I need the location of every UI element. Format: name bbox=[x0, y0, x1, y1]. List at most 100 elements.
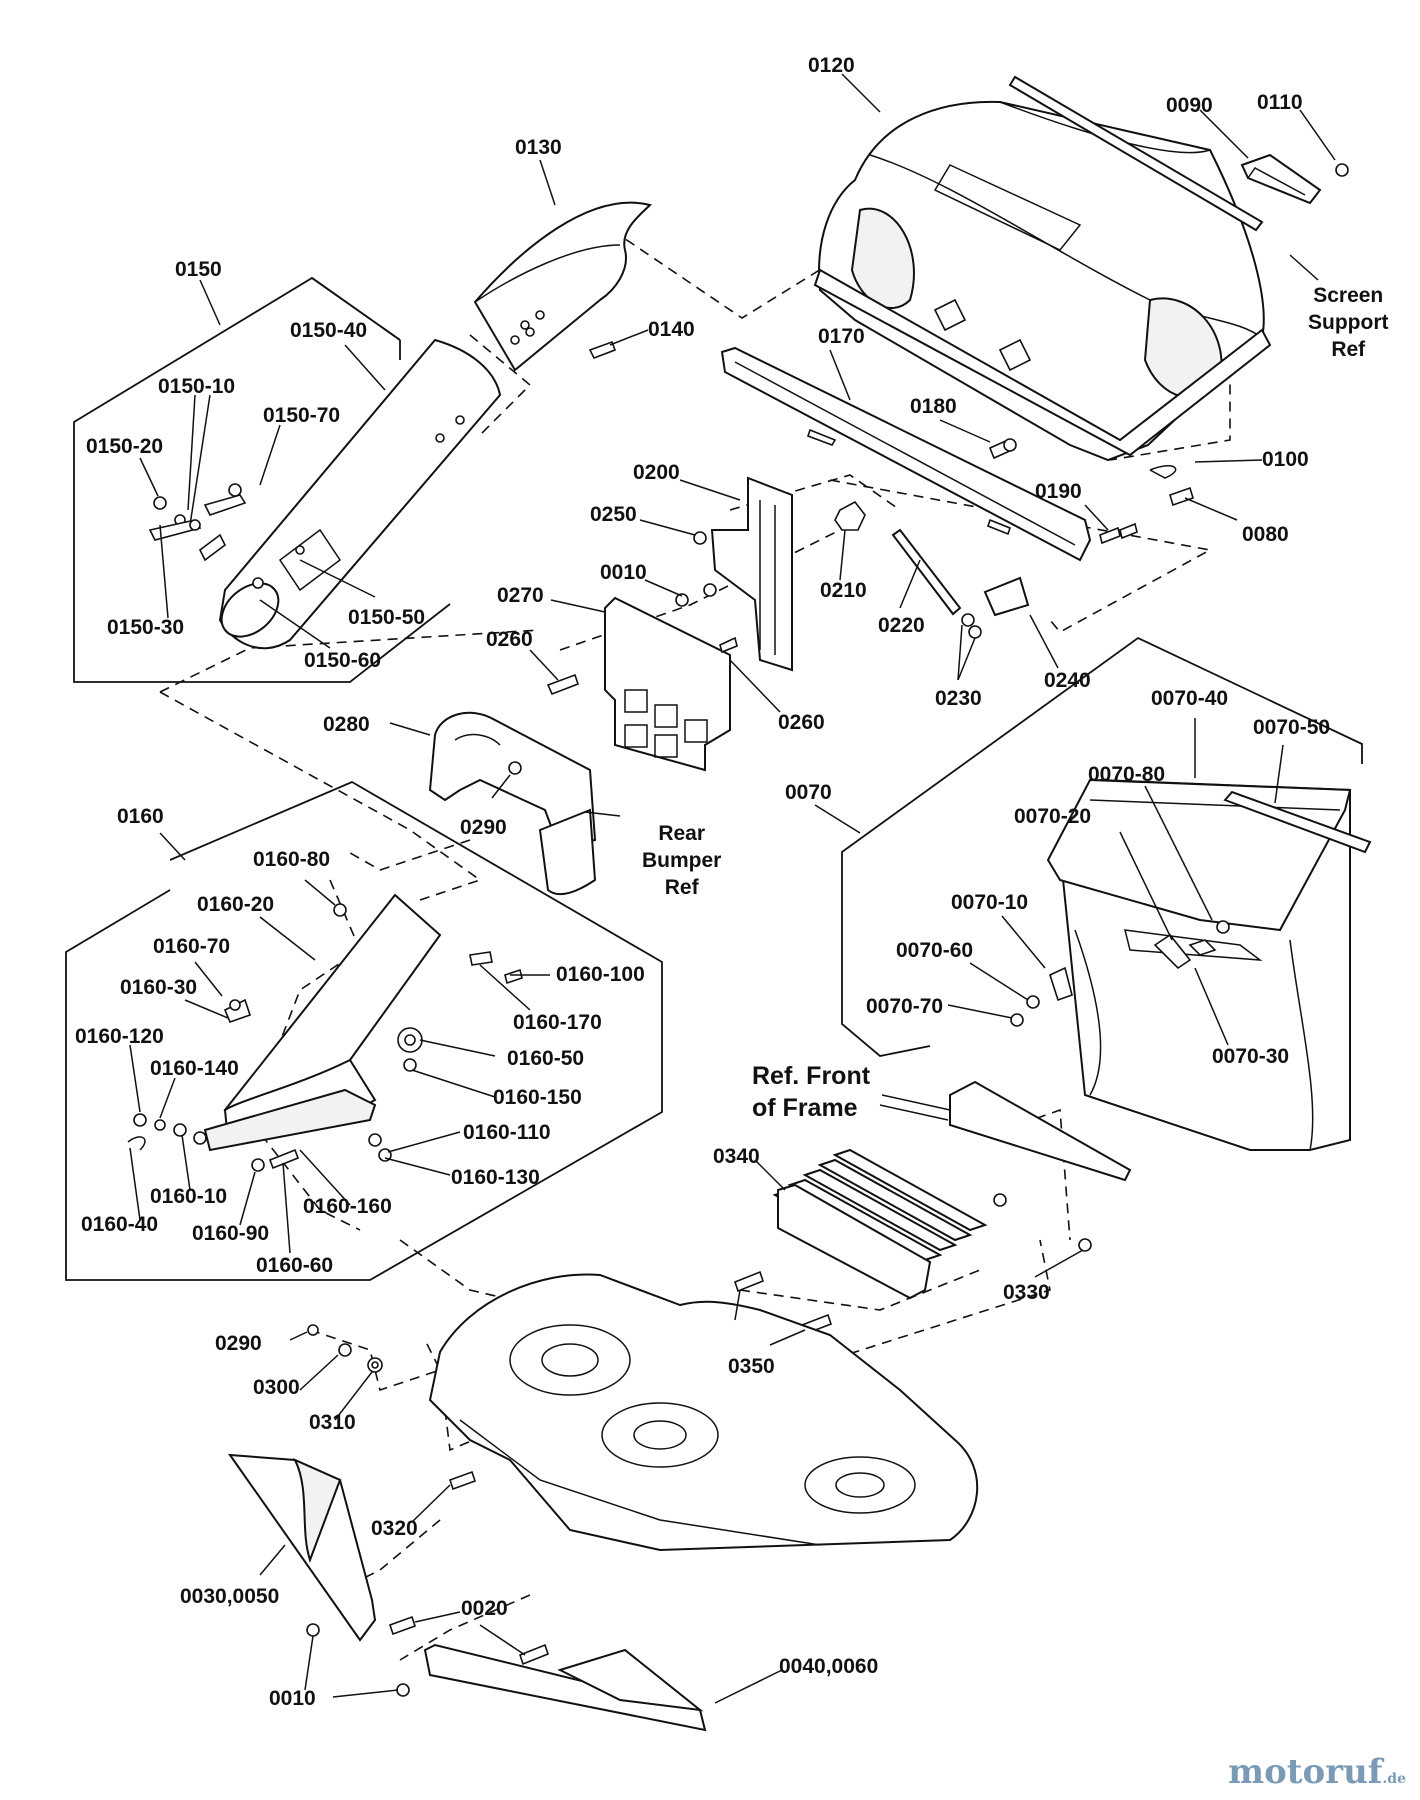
label-0160-140: 0160-140 bbox=[150, 1057, 239, 1080]
label-0010-lower: 0010 bbox=[269, 1687, 316, 1710]
label-0160-90: 0160-90 bbox=[192, 1222, 270, 1245]
frame-rod-0070-50 bbox=[1223, 790, 1372, 854]
label-0230: 0230 bbox=[935, 687, 982, 710]
grass-bag-cover-0120 bbox=[813, 100, 1272, 462]
bolt-0080 bbox=[1169, 486, 1194, 507]
label-0160-80: 0160-80 bbox=[253, 848, 331, 871]
watermark-logo: motoruf.de bbox=[1228, 1752, 1406, 1792]
deck-hardware bbox=[307, 1324, 477, 1491]
mounting-plate-0270 bbox=[604, 596, 731, 772]
knob-0210 bbox=[834, 500, 866, 531]
label-0270: 0270 bbox=[497, 584, 544, 607]
bumper-frame-0280 bbox=[428, 711, 597, 896]
label-0280: 0280 bbox=[323, 713, 370, 736]
label-0310: 0310 bbox=[309, 1411, 356, 1434]
label-0150-40: 0150-40 bbox=[290, 319, 368, 342]
bracket-0090 bbox=[1240, 153, 1322, 205]
label-0160-10: 0160-10 bbox=[150, 1185, 228, 1208]
label-0160-130: 0160-130 bbox=[451, 1166, 540, 1189]
label-0150-20: 0150-20 bbox=[86, 435, 164, 458]
bolt-0180 bbox=[988, 438, 1017, 460]
deflector-hardware-0160 bbox=[127, 903, 523, 1172]
label-0220: 0220 bbox=[878, 614, 925, 637]
label-0070-70: 0070-70 bbox=[866, 995, 944, 1018]
label-0340: 0340 bbox=[713, 1145, 760, 1168]
label-0160-120: 0160-120 bbox=[75, 1025, 164, 1048]
label-ref-front-of-frame: Ref. Front of Frame bbox=[752, 1062, 871, 1122]
screen-support-rod bbox=[1008, 75, 1264, 232]
label-0100: 0100 bbox=[1262, 448, 1309, 471]
label-0160-40: 0160-40 bbox=[81, 1213, 159, 1236]
bag-hardware-0070 bbox=[1010, 920, 1230, 1027]
label-0070-50: 0070-50 bbox=[1253, 716, 1331, 739]
label-0330: 0330 bbox=[1003, 1281, 1050, 1304]
rod-0220 bbox=[891, 528, 962, 616]
label-0150-10: 0150-10 bbox=[158, 375, 236, 398]
label-0020: 0020 bbox=[461, 1597, 508, 1620]
label-0210: 0210 bbox=[820, 579, 867, 602]
upper-chute-0130 bbox=[473, 201, 652, 372]
label-0090: 0090 bbox=[1166, 94, 1213, 117]
label-0040-0060: 0040,0060 bbox=[779, 1655, 879, 1678]
label-0170: 0170 bbox=[818, 325, 865, 348]
label-0300: 0300 bbox=[253, 1376, 300, 1399]
bolts-0260 bbox=[546, 636, 738, 696]
label-0260-right: 0260 bbox=[778, 711, 825, 734]
label-0130: 0130 bbox=[515, 136, 562, 159]
nut-0250 bbox=[693, 531, 707, 545]
watermark-brand: motoruf bbox=[1228, 1752, 1383, 1792]
bolts-0190 bbox=[1099, 522, 1138, 545]
label-0290-lower: 0290 bbox=[215, 1332, 262, 1355]
bracket-0200 bbox=[710, 476, 793, 672]
label-0110: 0110 bbox=[1257, 91, 1303, 114]
front-frame-plate bbox=[949, 1080, 1132, 1182]
bolts-0020 bbox=[388, 1615, 549, 1666]
label-0140: 0140 bbox=[648, 318, 695, 341]
label-0150-60: 0150-60 bbox=[304, 649, 382, 672]
baffle-0040-0060 bbox=[423, 1643, 707, 1732]
label-0150-30: 0150-30 bbox=[107, 616, 185, 639]
hinge-bar-0170 bbox=[720, 346, 1092, 562]
label-0160-70: 0160-70 bbox=[153, 935, 231, 958]
label-0160-160: 0160-160 bbox=[303, 1195, 392, 1218]
label-0070-30: 0070-30 bbox=[1212, 1045, 1290, 1068]
label-0180: 0180 bbox=[910, 395, 957, 418]
label-0190: 0190 bbox=[1035, 480, 1082, 503]
bolt-0140 bbox=[588, 340, 617, 360]
label-0070-10: 0070-10 bbox=[951, 891, 1029, 914]
label-0160-110: 0160-110 bbox=[463, 1121, 551, 1144]
label-0160-100: 0160-100 bbox=[556, 963, 645, 986]
label-0120: 0120 bbox=[808, 54, 855, 77]
label-0160: 0160 bbox=[117, 805, 164, 828]
mower-deck bbox=[428, 1273, 979, 1552]
label-0160-20: 0160-20 bbox=[197, 893, 275, 916]
label-0250: 0250 bbox=[590, 503, 637, 526]
nuts-0330 bbox=[993, 1193, 1092, 1252]
lower-chute-0150-40 bbox=[218, 338, 502, 650]
grass-bag-0070 bbox=[1046, 778, 1352, 1151]
label-0200: 0200 bbox=[633, 461, 680, 484]
label-screen-support-ref: Screen Support Ref bbox=[1308, 284, 1389, 361]
side-chute-0030-0050 bbox=[227, 1453, 377, 1642]
label-0070-60: 0070-60 bbox=[896, 939, 974, 962]
label-0070-80: 0070-80 bbox=[1088, 763, 1166, 786]
watermark-suffix: .de bbox=[1382, 1771, 1406, 1787]
label-0160-60: 0160-60 bbox=[256, 1254, 334, 1277]
label-rear-bumper-ref: Rear Bumper Ref bbox=[642, 822, 722, 899]
label-0150-70: 0150-70 bbox=[263, 404, 341, 427]
label-0150-50: 0150-50 bbox=[348, 606, 426, 629]
label-0150: 0150 bbox=[175, 258, 222, 281]
pin-0100 bbox=[1149, 465, 1177, 479]
bracket-0240 bbox=[983, 576, 1030, 617]
leader-lines bbox=[129, 73, 1336, 1704]
nut-0290 bbox=[508, 761, 522, 775]
label-0260-left: 0260 bbox=[486, 628, 533, 651]
label-0160-30: 0160-30 bbox=[120, 976, 198, 999]
label-0160-50: 0160-50 bbox=[507, 1047, 585, 1070]
group-outlines bbox=[65, 276, 1363, 1281]
label-0350: 0350 bbox=[728, 1355, 775, 1378]
label-0290-upper: 0290 bbox=[460, 816, 507, 839]
label-0160-150: 0160-150 bbox=[493, 1086, 582, 1109]
label-0070: 0070 bbox=[785, 781, 832, 804]
